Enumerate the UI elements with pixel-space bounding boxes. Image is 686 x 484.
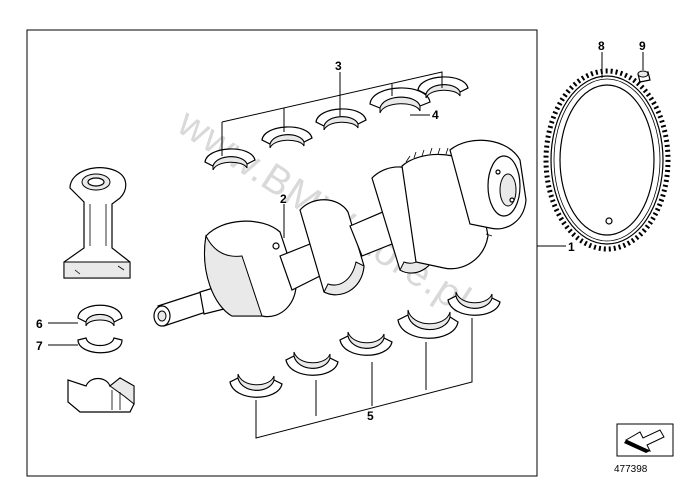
callout-4: 4 [432, 108, 439, 122]
rod-cap [67, 377, 135, 413]
callout-2: 2 [280, 192, 287, 206]
callout-6: 6 [36, 317, 43, 331]
lower-main-bearing-shells [229, 291, 501, 398]
leader-5 [255, 318, 473, 439]
callout-5: 5 [367, 409, 374, 423]
callout-9: 9 [639, 39, 646, 53]
leader-3 [221, 71, 443, 156]
callout-8: 8 [598, 39, 605, 53]
connecting-rod [63, 167, 131, 279]
rod-bearing-shells [77, 304, 123, 354]
callout-3: 3 [335, 59, 342, 73]
upper-main-bearing-shells [204, 76, 469, 171]
bolt [637, 70, 651, 83]
crankshaft [153, 139, 527, 327]
diagram-id: 477398 [614, 464, 648, 475]
ring-gear [543, 68, 671, 252]
callout-1: 1 [568, 240, 575, 254]
direction-arrow-box [616, 423, 674, 457]
diagram-frame [26, 29, 538, 477]
callout-7: 7 [36, 339, 43, 353]
